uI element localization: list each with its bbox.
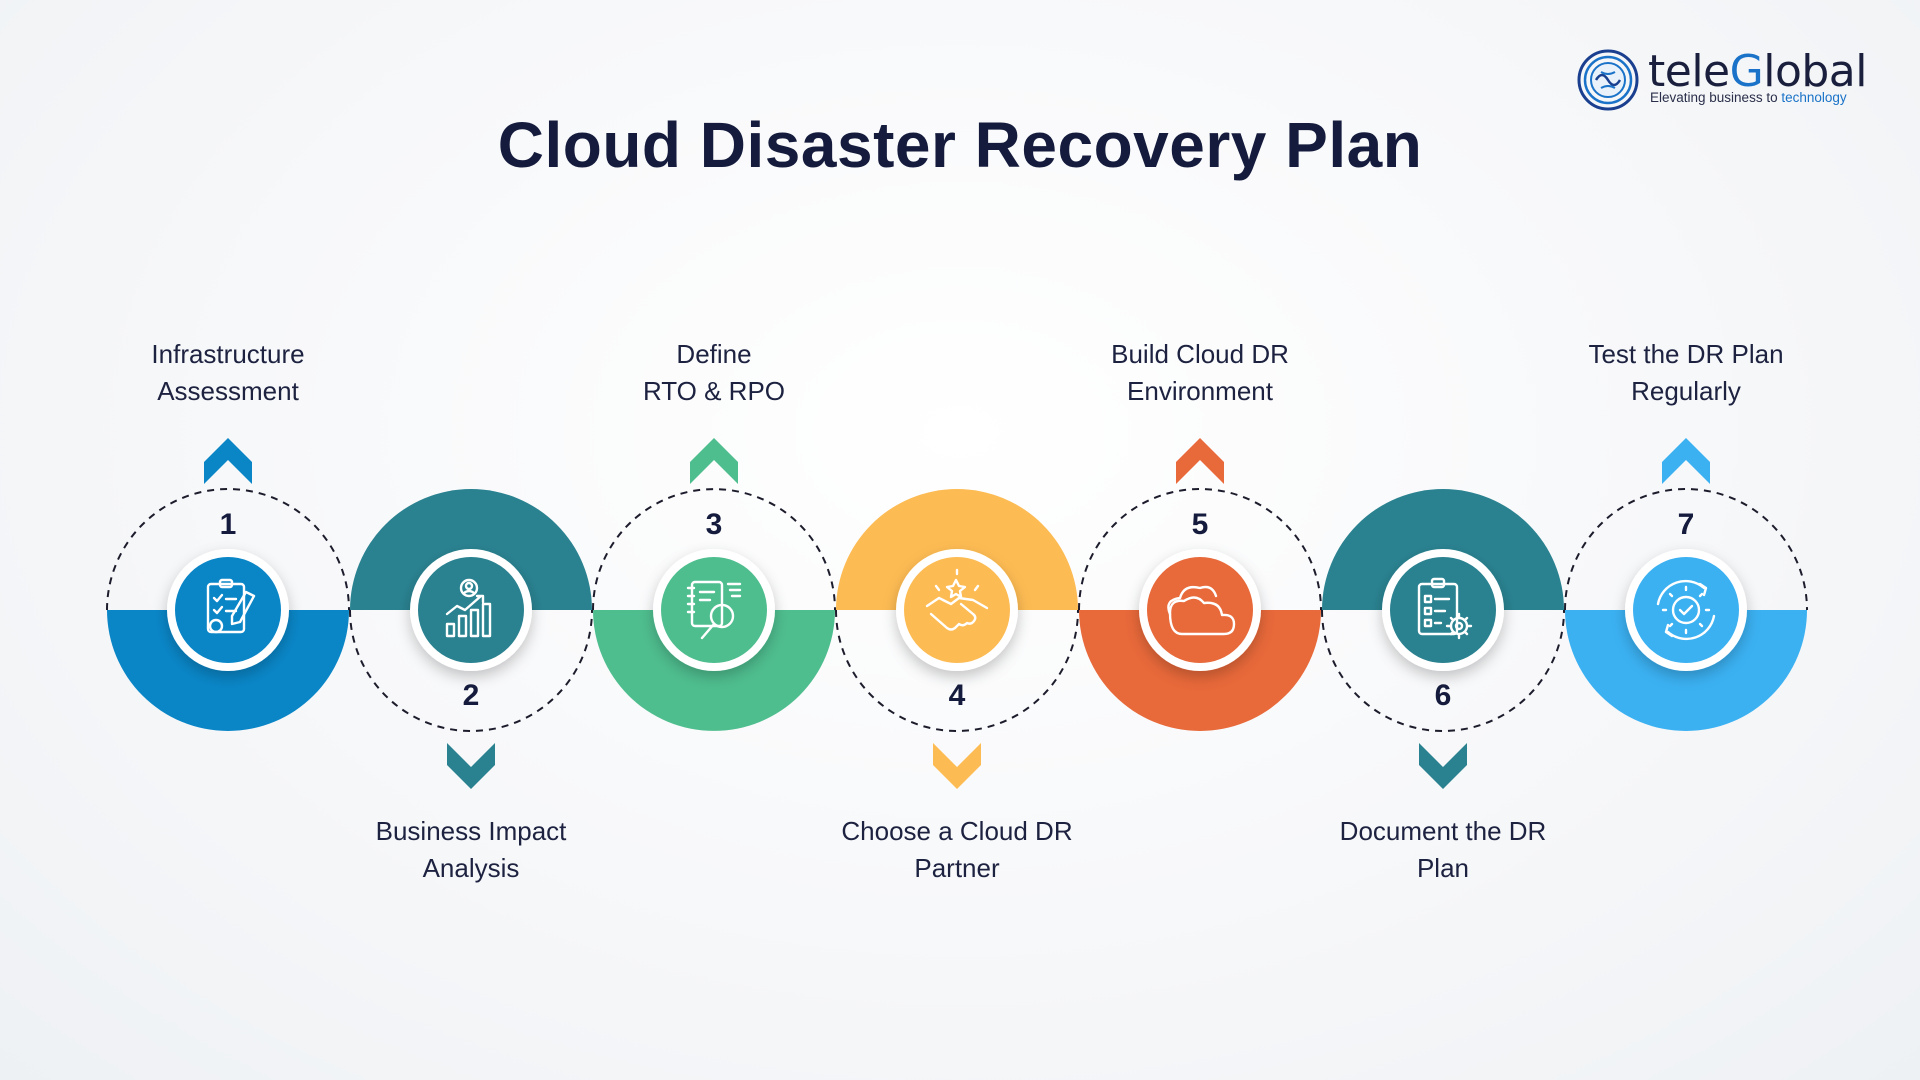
step-number: 1 xyxy=(219,508,237,541)
step-number: 4 xyxy=(948,679,966,712)
step-number: 3 xyxy=(705,508,723,541)
step-dashed-arc xyxy=(349,609,593,732)
page-title: Cloud Disaster Recovery Plan xyxy=(497,109,1423,181)
step-2 xyxy=(349,489,593,789)
step-dashed-arc xyxy=(1321,609,1565,732)
chevron-up-icon xyxy=(1176,438,1224,484)
step-6 xyxy=(1321,489,1565,789)
step-1 xyxy=(106,438,350,731)
step-inner-circle xyxy=(1633,557,1739,663)
chevron-down-icon xyxy=(1419,743,1467,789)
chevron-up-icon xyxy=(1662,438,1710,484)
step-number: 5 xyxy=(1191,508,1209,541)
chevron-down-icon xyxy=(447,743,495,789)
step-dashed-arc xyxy=(592,488,836,611)
step-number: 6 xyxy=(1434,679,1452,712)
step-dashed-arc xyxy=(106,488,350,611)
brand-logo: teleGlobal Elevating business to technol… xyxy=(1576,46,1876,114)
step-dashed-arc xyxy=(1078,488,1322,611)
chevron-up-icon xyxy=(204,438,252,484)
step-number: 2 xyxy=(462,679,480,712)
step-label: Document the DR Plan xyxy=(1339,816,1547,883)
brand-name: teleGlobal xyxy=(1648,46,1867,97)
step-label: Define RTO & RPO xyxy=(642,339,786,406)
step-label: Business Impact Analysis xyxy=(375,816,567,883)
brand-tagline: Elevating business to technology xyxy=(1650,90,1847,105)
step-4 xyxy=(835,489,1079,789)
step-inner-circle xyxy=(904,557,1010,663)
step-label: Choose a Cloud DR Partner xyxy=(841,816,1073,883)
step-dashed-arc xyxy=(1564,488,1808,611)
step-number: 7 xyxy=(1677,508,1695,541)
step-label: Test the DR Plan Regularly xyxy=(1588,339,1784,406)
step-dashed-arc xyxy=(835,609,1079,732)
step-3 xyxy=(592,438,836,731)
step-5 xyxy=(1078,438,1322,731)
chevron-down-icon xyxy=(933,743,981,789)
step-label: Infrastructure Assessment xyxy=(151,339,305,406)
step-inner-circle xyxy=(1147,557,1253,663)
step-label: Build Cloud DR Environment xyxy=(1111,339,1289,406)
step-7 xyxy=(1564,438,1808,731)
globe-logo-icon xyxy=(1577,49,1639,111)
chevron-up-icon xyxy=(690,438,738,484)
